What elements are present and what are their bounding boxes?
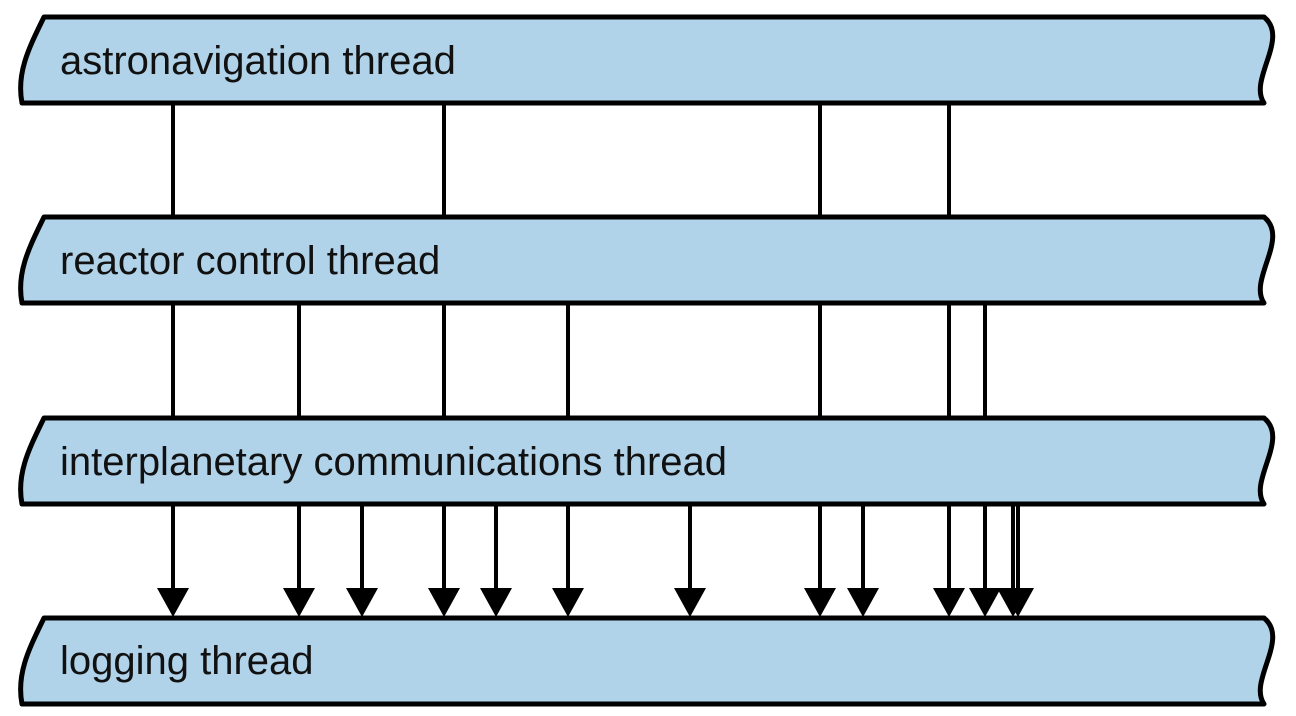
arrowhead-10	[933, 588, 965, 617]
arrowhead-6	[552, 588, 584, 617]
thread-label-logging: logging thread	[60, 639, 314, 683]
arrowhead-5	[480, 588, 512, 617]
band-shape	[18, 214, 1276, 306]
band-shape	[18, 615, 1276, 707]
thread-band-reactor-control: reactor control thread	[18, 214, 1276, 306]
band-shape	[18, 415, 1276, 507]
arrowhead-4	[428, 588, 460, 617]
thread-band-interplanetary-communications: interplanetary communications thread	[18, 415, 1276, 507]
arrowhead-13	[997, 588, 1029, 617]
band-shape	[18, 14, 1276, 106]
arrowhead-2	[283, 588, 315, 617]
thread-label-astronavigation: astronavigation thread	[60, 39, 456, 83]
arrowhead-9	[847, 588, 879, 617]
arrowhead-3	[346, 588, 378, 617]
arrowhead-1	[157, 588, 189, 617]
arrowhead-11	[969, 588, 1001, 617]
thread-band-logging: logging thread	[18, 615, 1276, 707]
thread-label-reactor-control: reactor control thread	[60, 239, 440, 283]
arrowhead-8	[804, 588, 836, 617]
thread-label-interplanetary-communications: interplanetary communications thread	[60, 440, 727, 484]
connections-layer	[157, 103, 1034, 617]
arrowhead-7	[674, 588, 706, 617]
thread-band-astronavigation: astronavigation thread	[18, 14, 1276, 106]
